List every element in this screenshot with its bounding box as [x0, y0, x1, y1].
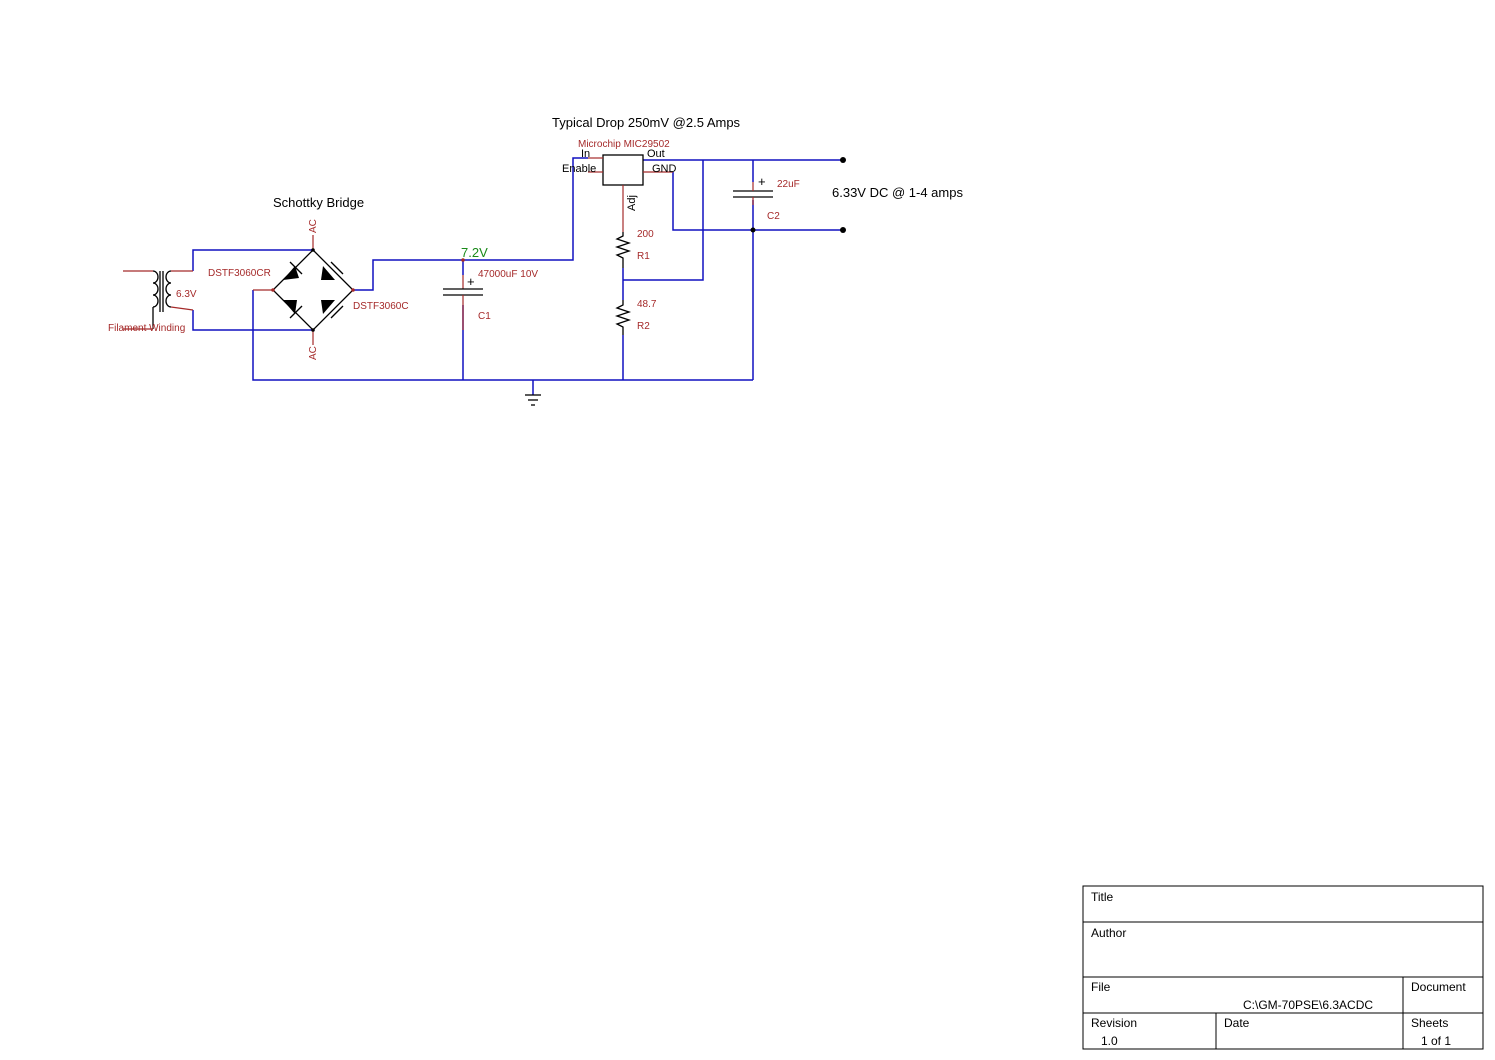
voltage-probe-label: 7.2V [461, 245, 488, 260]
capacitor-c2: + 22uF C2 [733, 174, 800, 233]
c2-ref: C2 [767, 211, 780, 222]
drop-note: Typical Drop 250mV @2.5 Amps [552, 115, 741, 130]
revision-value: 1.0 [1101, 1034, 1118, 1048]
resistor-icon [614, 300, 632, 335]
r2-value: 48.7 [637, 299, 657, 310]
diode-icon [283, 300, 303, 319]
date-label: Date [1224, 1016, 1250, 1030]
resistor-r1: 200 R1 [614, 229, 654, 268]
bridge-left-part: DSTF3060CR [208, 268, 271, 279]
bridge-ac-bottom: AC [308, 346, 319, 360]
r1-ref: R1 [637, 251, 650, 262]
resistor-r2: 48.7 R2 [614, 299, 657, 335]
c2-polarity: + [758, 174, 766, 189]
regulator-part: Microchip MIC29502 [578, 139, 670, 150]
regulator: Typical Drop 250mV @2.5 Amps Microchip M… [552, 115, 741, 232]
bridge-title: Schottky Bridge [273, 195, 364, 210]
diode-icon [321, 300, 344, 319]
transformer-label: Filament Winding [108, 323, 185, 334]
diode-icon [321, 261, 344, 280]
c1-value: 47000uF 10V [478, 269, 538, 280]
capacitor-icon [443, 275, 483, 330]
c2-value: 22uF [777, 179, 800, 190]
regulator-pin-in: In [581, 148, 590, 160]
bridge-right-part: DSTF3060C [353, 301, 409, 312]
schottky-bridge: Schottky Bridge AC AC DSTF3060CR DSTF3 [208, 195, 409, 360]
bridge-ac-top: AC [308, 219, 319, 233]
regulator-pin-enable: Enable [562, 163, 596, 175]
regulator-icon [602, 154, 644, 186]
regulator-pin-adj: Adj [626, 195, 638, 211]
capacitor-c1: + 47000uF 10V C1 7.2V [443, 245, 538, 330]
c1-ref: C1 [478, 311, 491, 322]
r2-ref: R2 [637, 321, 650, 332]
output-label: 6.33V DC @ 1-4 amps [832, 185, 963, 200]
revision-label: Revision [1091, 1016, 1137, 1030]
author-label: Author [1091, 926, 1126, 940]
c1-polarity: + [467, 274, 475, 289]
output-terminal-positive[interactable] [840, 157, 846, 163]
title-label: Title [1091, 890, 1114, 904]
r1-value: 200 [637, 229, 654, 240]
document-label: Document [1411, 980, 1466, 994]
sheets-label: Sheets [1411, 1016, 1448, 1030]
output-terminals: 6.33V DC @ 1-4 amps [832, 157, 963, 233]
transformer: 6.3V Filament Winding [108, 270, 197, 334]
ground-icon [525, 394, 541, 406]
transformer-icon [123, 270, 194, 330]
file-value: C:\GM-70PSE\6.3ACDC [1243, 998, 1373, 1012]
regulator-pin-gnd: GND [652, 163, 677, 175]
title-block: Title Author File C:\GM-70PSE\6.3ACDC Do… [1082, 885, 1484, 1050]
resistor-icon [614, 232, 632, 268]
file-label: File [1091, 980, 1111, 994]
sheets-value: 1 of 1 [1421, 1034, 1451, 1048]
transformer-voltage: 6.3V [176, 289, 197, 300]
output-terminal-negative[interactable] [840, 227, 846, 233]
capacitor-icon [733, 182, 773, 205]
regulator-pin-out: Out [647, 148, 665, 160]
diode-icon [283, 261, 303, 280]
